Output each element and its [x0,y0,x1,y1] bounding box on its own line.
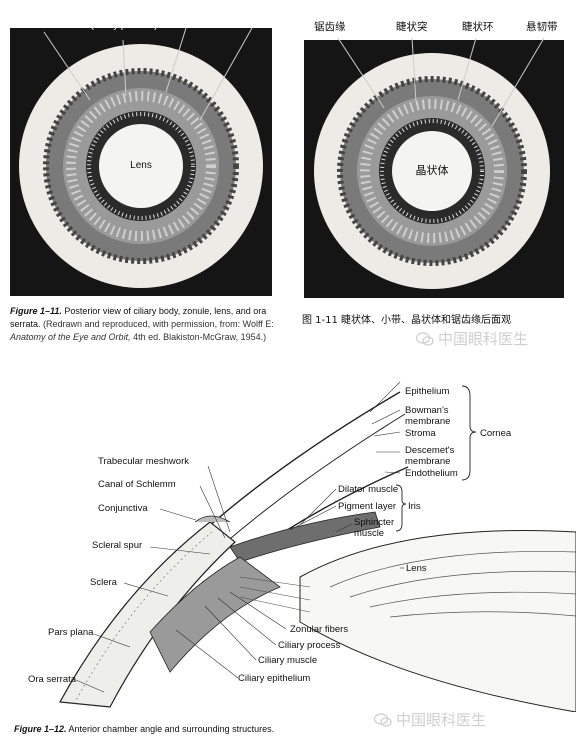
caption-zh-figure-1-11: 图 1-11 睫状体、小带、晶状体和锯齿缘后面观 [302,315,512,326]
label-zh-zonule: 悬韧带 [526,21,558,33]
caption-1-12-title: Anterior chamber angle and surrounding s… [68,724,275,734]
watermark-top: 中国眼科医生 [415,328,529,349]
figure-right: 锯齿缘 睫状突 睫状环 悬韧带 晶状体 图 1-11 睫状体、小带、晶状体和锯齿… [292,0,576,370]
label-lens-bottom: Lens [406,563,427,574]
figure-bottom-illustration [59,381,576,712]
wechat-icon [373,713,392,727]
label-ora-serrata-bottom: Ora serrata [28,674,77,685]
label-stroma: Stroma [405,428,436,439]
caption-1-12-number: Figure 1–12. [14,724,67,734]
label-sclera: Sclera [90,577,117,588]
label-iris: Iris [408,501,421,512]
watermark-text: 中国眼科医生 [438,330,529,348]
figure-left: Ora serrata Pars plicata (ciliary proces… [0,0,290,370]
watermark-bottom: 中国眼科医生 [373,709,487,730]
label-cornea: Cornea [480,428,512,439]
caption-figure-1-12: Figure 1–12. Anterior chamber angle and … [14,723,344,736]
caption-title: Posterior view of ciliary body, zonule, … [10,306,267,329]
label-pigment-layer: Pigment layer [338,501,397,512]
caption-number: Figure 1–11. [10,306,62,316]
label-bowmans-membrane: Bowman's membrane [405,405,451,427]
label-pars-plana-bottom: Pars plana [48,627,94,638]
label-trabecular-meshwork: Trabecular meshwork [98,456,189,467]
label-ciliary-muscle: Ciliary muscle [258,655,318,666]
label-lens: Lens [130,160,152,171]
label-ciliary-epithelium: Ciliary epithelium [238,673,311,684]
label-canal-of-schlemm: Canal of Schlemm [98,479,176,490]
caption-credit-book: Anatomy of the Eye and Orbit, [10,332,131,342]
label-zonule: Zonule [235,15,265,26]
label-zh-ora-serrata: 锯齿缘 [314,21,346,33]
label-descemets-membrane: Descemet's membrane [405,445,455,467]
label-zh-ciliary-process: 睫状突 [396,21,428,33]
label-zonular-fibers: Zonular fibers [290,624,349,635]
label-pars-plana: Pars plana [169,15,215,26]
caption-credit-pre: (Redrawn and reproduced, with permission… [43,319,274,329]
label-sphincter-muscle: Sphincter muscle [354,517,395,539]
label-endothelium: Endothelium [405,468,458,479]
label-zh-ciliary-ring: 睫状环 [462,21,494,33]
label-dilator-muscle: Dilator muscle [338,484,399,495]
caption-credit-post: 4th ed. Blakiston-McGraw, 1954.) [130,332,267,342]
figure-right-illustration [304,37,564,298]
wechat-icon [415,332,434,346]
label-ora-serrata: Ora serrata [16,15,65,26]
label-pars-plicata: Pars plicata (ciliary process) [90,9,158,31]
label-epithelium: Epithelium [405,386,450,397]
label-conjunctiva: Conjunctiva [98,503,148,514]
label-ciliary-process: Ciliary process [278,640,341,651]
caption-figure-1-11: Figure 1–11. Posterior view of ciliary b… [10,305,282,344]
figure-left-illustration [10,27,272,296]
figure-bottom: Epithelium Bowman's membrane Stroma Desc… [0,372,576,751]
label-scleral-spur: Scleral spur [92,540,143,551]
watermark-text-bottom: 中国眼科医生 [396,711,487,729]
label-zh-lens: 晶状体 [415,164,449,177]
